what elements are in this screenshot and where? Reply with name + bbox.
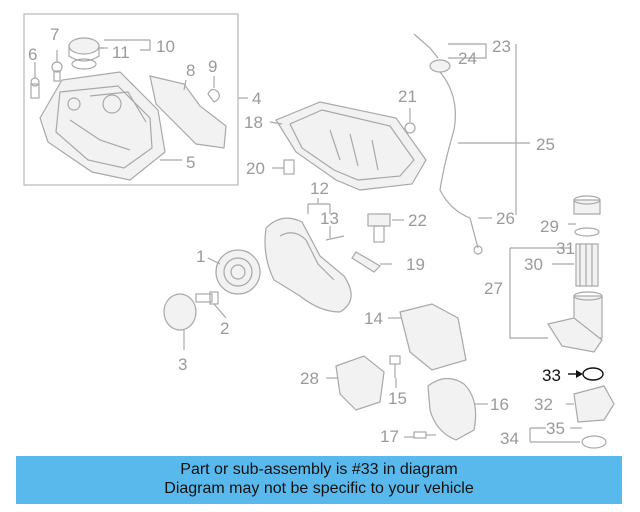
- callout-26: 26: [496, 209, 515, 228]
- callout-34: 34: [500, 429, 519, 448]
- sensor-drawing: [325, 213, 391, 273]
- drain-plug-drawing: [283, 122, 416, 175]
- callout-28: 28: [300, 369, 319, 388]
- banner-line-1: Part or sub-assembly is #33 in diagram: [180, 461, 458, 478]
- parts-diagram: 7 10 11 6 8 9 4 5 18 20 21 23 24 25 26 1…: [23, 13, 615, 449]
- arrow-33: [576, 370, 583, 378]
- callout-16: 16: [490, 395, 509, 414]
- baffle-drawing: [427, 377, 477, 441]
- callout-5: 5: [186, 153, 195, 172]
- bolt-17-drawing: [413, 431, 436, 439]
- callout-3: 3: [178, 355, 187, 374]
- callout-20: 20: [246, 159, 265, 178]
- heat-shield-drawing: [149, 75, 227, 149]
- callout-25: 25: [536, 135, 555, 154]
- callout-19: 19: [406, 255, 425, 274]
- callout-10: 10: [156, 37, 175, 56]
- pulley-bolt-drawing: [195, 291, 219, 305]
- callout-17: 17: [380, 427, 399, 446]
- bracket-drawing: [399, 303, 467, 371]
- callout-6: 6: [28, 45, 37, 64]
- callout-35: 35: [546, 419, 565, 438]
- leader-lines: [34, 39, 582, 443]
- callout-7: 7: [50, 25, 59, 44]
- callout-29: 29: [540, 217, 559, 236]
- callout-11: 11: [112, 43, 130, 62]
- oil-filter-drawing: [547, 195, 615, 449]
- oil-cap-drawing: [68, 37, 100, 70]
- timing-cover-drawing: [264, 217, 352, 313]
- callout-2: 2: [220, 319, 229, 338]
- callout-15: 15: [388, 389, 407, 408]
- callout-4: 4: [252, 89, 261, 108]
- oil-pan-drawing: [275, 101, 427, 191]
- seal-cap-drawing: [163, 293, 197, 331]
- callout-24: 24: [458, 49, 477, 68]
- callout-33: 33: [542, 366, 561, 385]
- callout-31: 31: [556, 239, 575, 258]
- o-ring-33: [582, 367, 604, 381]
- valve-cover-group-frame: [23, 13, 239, 186]
- dipstick-drawing: [413, 33, 483, 255]
- pulley-drawing: [215, 249, 261, 295]
- callout-13: 13: [320, 209, 339, 228]
- oil-pump-drawing: [335, 355, 401, 411]
- info-banner: Part or sub-assembly is #33 in diagram D…: [16, 456, 622, 504]
- callout-14: 14: [364, 309, 383, 328]
- callout-21: 21: [398, 87, 417, 106]
- callout-27: 27: [484, 279, 503, 298]
- callout-23: 23: [492, 37, 511, 56]
- callout-32: 32: [534, 395, 553, 414]
- callout-1: 1: [196, 247, 205, 266]
- callout-9: 9: [208, 57, 217, 76]
- callout-8: 8: [186, 61, 195, 80]
- callout-12: 12: [310, 179, 329, 198]
- callout-22: 22: [408, 211, 427, 230]
- callout-30: 30: [524, 255, 543, 274]
- banner-line-2: Diagram may not be specific to your vehi…: [164, 480, 474, 497]
- valve-cover-drawing: [39, 71, 166, 181]
- callout-18: 18: [244, 113, 263, 132]
